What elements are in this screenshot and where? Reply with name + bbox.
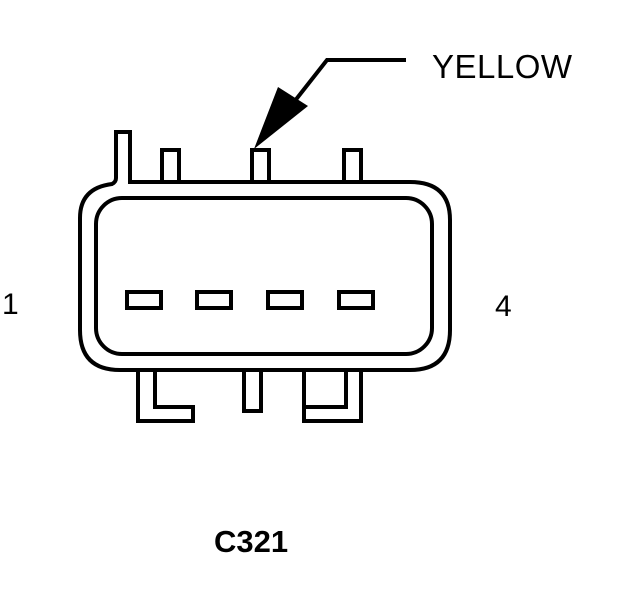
- cavity-2: [195, 290, 233, 310]
- cavity-4: [337, 290, 375, 310]
- bottom-terminal-center: [242, 368, 263, 413]
- cavity-1: [125, 290, 163, 310]
- bottom-bracket-left: [136, 370, 195, 423]
- bottom-bracket-right: [302, 370, 363, 423]
- cavity-3: [266, 290, 304, 310]
- connector-id-label: C321: [214, 524, 289, 559]
- connector-housing-outline: [78, 130, 452, 372]
- top-terminal-right: [342, 148, 363, 184]
- connector-face: [94, 196, 434, 356]
- wire-color-callout: YELLOW: [432, 48, 573, 85]
- top-terminal-left: [160, 148, 181, 184]
- pin-number-last: 4: [495, 290, 512, 323]
- callout-leader-line: [281, 58, 406, 118]
- callout-arrowhead: [254, 87, 308, 149]
- pin-number-first: 1: [2, 288, 19, 321]
- top-terminal-center: [250, 148, 271, 184]
